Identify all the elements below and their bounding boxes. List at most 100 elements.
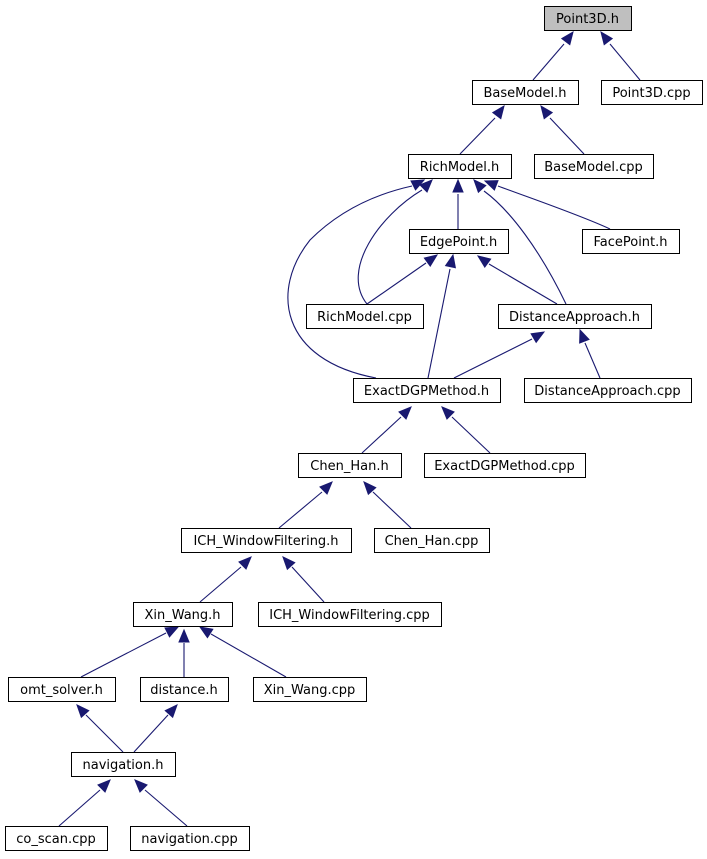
node-richmodel-h[interactable]: RichModel.h [408,154,512,179]
node-co-scan-cpp[interactable]: co_scan.cpp [5,826,108,851]
edge-n3-includes-n1 [459,104,505,155]
arrowhead-icon [164,626,180,638]
arrowhead-icon [473,179,487,194]
node-label: omt_solver.h [20,683,103,698]
node-facepoint-h[interactable]: FacePoint.h [582,229,680,254]
arrowhead-icon [319,481,333,495]
node-box [298,453,402,478]
edge-n20-includes-n17 [76,704,124,753]
arrowhead-icon [530,331,546,344]
arrowhead-icon [419,179,433,193]
edge-n5-includes-n3 [452,178,464,229]
edge-n8-includes-n3 [473,179,567,305]
node-ich-windowfiltering-cpp[interactable]: ICH_WindowFiltering.cpp [258,602,442,627]
node-point3d-h[interactable]: Point3D.h [544,6,632,31]
edge-n4-includes-n1 [540,104,585,155]
node-edgepoint-h[interactable]: EdgePoint.h [409,229,509,254]
node-label: Chen_Han.cpp [385,534,479,549]
node-ich-windowfiltering-h[interactable]: ICH_WindowFiltering.h [181,528,352,553]
node-distance-h[interactable]: distance.h [140,677,229,702]
node-box [374,528,490,553]
node-basemodel-cpp[interactable]: BaseModel.cpp [534,154,654,179]
arrowhead-icon [398,406,412,420]
arrowhead-icon [560,30,574,46]
arrowhead-icon [238,556,252,570]
node-exactdgpmethod-cpp[interactable]: ExactDGPMethod.cpp [424,453,586,478]
arrowhead-icon [164,704,178,719]
node-label: navigation.h [82,758,163,773]
arrowhead-icon [282,556,296,571]
edge-n7-includes-n3 [357,179,433,305]
node-point3d-cpp[interactable]: Point3D.cpp [601,80,703,105]
node-exactdgpmethod-h[interactable]: ExactDGPMethod.h [353,378,501,403]
node-box [181,528,352,553]
node-navigation-h[interactable]: navigation.h [71,752,176,777]
node-label: co_scan.cpp [16,832,96,847]
node-box [8,677,116,702]
node-box [71,752,176,777]
node-box [601,80,703,105]
arrowhead-icon [452,178,464,193]
node-xin-wang-h[interactable]: Xin_Wang.h [133,602,233,627]
node-label: Point3D.h [556,12,619,27]
node-box [409,229,509,254]
edge-n15-includes-n13 [199,556,252,603]
node-box [408,154,512,179]
edge-n6-includes-n3 [483,180,611,230]
edge-n17-includes-n15 [80,626,180,678]
node-label: BaseModel.cpp [544,160,642,175]
arrowhead-icon [540,104,554,120]
node-navigation-cpp[interactable]: navigation.cpp [130,826,250,851]
node-box [534,154,654,179]
node-label: ExactDGPMethod.cpp [434,459,575,474]
node-box [544,6,632,31]
edge-n16-includes-n13 [282,556,325,603]
node-label: Xin_Wang.cpp [264,683,356,698]
edges-layer [58,30,641,827]
node-chen-han-cpp[interactable]: Chen_Han.cpp [374,528,490,553]
node-label: Chen_Han.h [310,459,388,474]
node-box [130,826,250,851]
arrowhead-icon [441,406,455,420]
node-label: Xin_Wang.h [144,608,220,623]
node-basemodel-h[interactable]: BaseModel.h [472,80,579,105]
node-label: DistanceApproach.cpp [534,384,680,399]
edge-n10-includes-n8 [579,328,601,379]
edge-n9-includes-n8 [453,331,546,379]
edge-n9-includes-n3 [287,179,426,379]
node-label: ExactDGPMethod.h [364,384,489,399]
arrowhead-icon [134,779,148,793]
node-label: ICH_WindowFiltering.h [193,534,338,549]
node-box [498,304,652,329]
node-omt-solver-h[interactable]: omt_solver.h [8,677,116,702]
node-box [524,378,692,403]
node-richmodel-cpp[interactable]: RichModel.cpp [306,304,424,329]
arrowhead-icon [198,626,214,639]
node-box [133,602,233,627]
node-box [140,677,229,702]
node-xin-wang-cpp[interactable]: Xin_Wang.cpp [253,677,367,702]
arrowhead-icon [363,481,377,496]
node-box [306,304,424,329]
arrowhead-icon [600,30,614,46]
edge-n12-includes-n9 [441,406,491,454]
node-label: FacePoint.h [593,235,667,250]
arrowhead-icon [178,628,190,643]
node-chen-han-h[interactable]: Chen_Han.h [298,453,402,478]
edge-n18-includes-n15 [178,628,190,677]
arrowhead-icon [444,253,457,269]
node-label: RichModel.h [420,160,499,175]
node-label: BaseModel.h [483,86,566,101]
node-distanceapproach-h[interactable]: DistanceApproach.h [498,304,652,329]
node-box [424,453,586,478]
edge-n9-includes-n5 [427,253,457,379]
edge-n7-includes-n5 [366,254,439,305]
node-distanceapproach-cpp[interactable]: DistanceApproach.cpp [524,378,692,403]
arrowhead-icon [76,704,90,719]
node-box [582,229,680,254]
node-label: Point3D.cpp [612,86,690,101]
node-box [472,80,579,105]
arrowhead-icon [97,779,111,793]
